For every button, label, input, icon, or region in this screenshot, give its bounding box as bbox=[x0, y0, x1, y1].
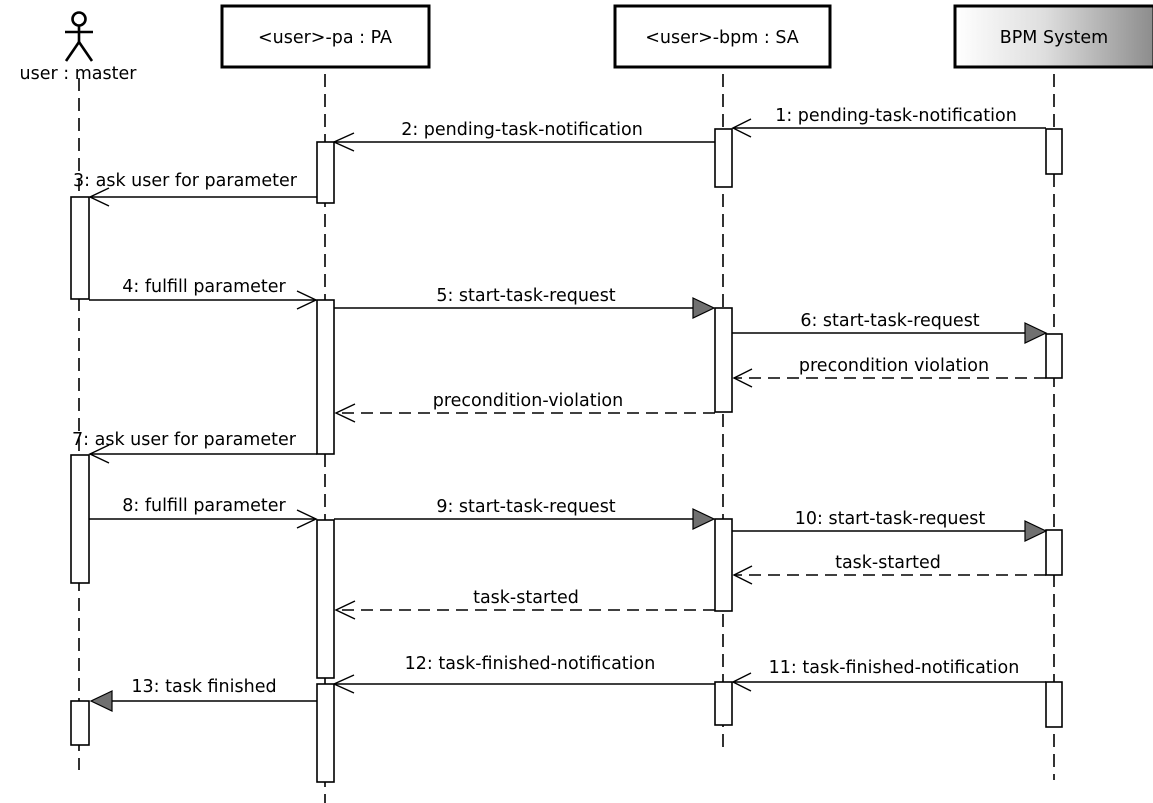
return-4-label: task-started bbox=[473, 588, 579, 608]
return-3-label: task-started bbox=[835, 553, 941, 573]
activation-bpm-2 bbox=[1045, 333, 1063, 379]
message-6-label: 6: start-task-request bbox=[800, 311, 979, 331]
message-12: 12: task-finished-notification bbox=[332, 654, 715, 694]
message-3: 3: ask user for parameter bbox=[73, 171, 317, 207]
message-8: 8: fulfill parameter bbox=[89, 496, 318, 529]
activation-user-1 bbox=[70, 196, 90, 300]
activation-sa-1 bbox=[714, 128, 733, 188]
activation-pa-1 bbox=[316, 141, 335, 204]
message-2-label: 2: pending-task-notification bbox=[401, 120, 643, 140]
return-precondition-violation-1: precondition violation bbox=[732, 356, 1046, 388]
participant-pa: <user>-pa : PA bbox=[220, 4, 431, 69]
message-7-label: 7: ask user for parameter bbox=[72, 430, 297, 450]
message-13-label: 13: task finished bbox=[131, 677, 276, 697]
return-2-label: precondition-violation bbox=[433, 391, 623, 411]
participant-pa-label: <user>-pa : PA bbox=[258, 28, 392, 48]
activation-sa-2 bbox=[714, 307, 733, 413]
message-11-label: 11: task-finished-notification bbox=[769, 658, 1020, 678]
message-12-label: 12: task-finished-notification bbox=[405, 654, 656, 674]
message-2: 2: pending-task-notification bbox=[332, 120, 715, 152]
message-10-label: 10: start-task-request bbox=[795, 509, 986, 529]
participant-sa: <user>-bpm : SA bbox=[613, 4, 832, 69]
message-7: 7: ask user for parameter bbox=[72, 430, 317, 464]
activation-sa-4 bbox=[714, 681, 733, 726]
activation-user-2 bbox=[70, 454, 90, 584]
actor-icon bbox=[64, 11, 94, 62]
actor-label: user : master bbox=[20, 64, 138, 84]
message-1-label: 1: pending-task-notification bbox=[775, 106, 1017, 126]
activation-pa-2 bbox=[316, 299, 335, 455]
message-9-label: 9: start-task-request bbox=[436, 497, 615, 517]
activation-pa-4 bbox=[316, 683, 335, 783]
participant-bpm-label: BPM System bbox=[1000, 28, 1108, 48]
message-11: 11: task-finished-notification bbox=[731, 658, 1046, 692]
message-8-label: 8: fulfill parameter bbox=[122, 496, 286, 516]
return-1-label: precondition violation bbox=[799, 356, 989, 376]
participant-bpm: BPM System bbox=[953, 4, 1153, 69]
message-4: 4: fulfill parameter bbox=[89, 277, 318, 310]
activation-bpm-3 bbox=[1045, 529, 1063, 576]
message-13: 13: task finished bbox=[89, 677, 317, 712]
message-5-label: 5: start-task-request bbox=[436, 286, 615, 306]
message-5: 5: start-task-request bbox=[334, 286, 716, 319]
activation-bpm-1 bbox=[1045, 128, 1063, 175]
message-6: 6: start-task-request bbox=[732, 311, 1048, 344]
activation-pa-3 bbox=[316, 519, 335, 679]
message-3-label: 3: ask user for parameter bbox=[73, 171, 298, 191]
activation-user-3 bbox=[70, 700, 90, 746]
return-precondition-violation-2: precondition-violation bbox=[334, 391, 715, 423]
message-4-label: 4: fulfill parameter bbox=[122, 277, 286, 297]
message-1: 1: pending-task-notification bbox=[731, 106, 1046, 138]
message-9: 9: start-task-request bbox=[334, 497, 716, 530]
activation-bpm-4 bbox=[1045, 681, 1063, 728]
activation-sa-3 bbox=[714, 518, 733, 612]
return-task-started-1: task-started bbox=[732, 553, 1046, 585]
participant-sa-label: <user>-bpm : SA bbox=[645, 28, 799, 48]
return-task-started-2: task-started bbox=[334, 588, 715, 620]
message-10: 10: start-task-request bbox=[732, 509, 1048, 542]
